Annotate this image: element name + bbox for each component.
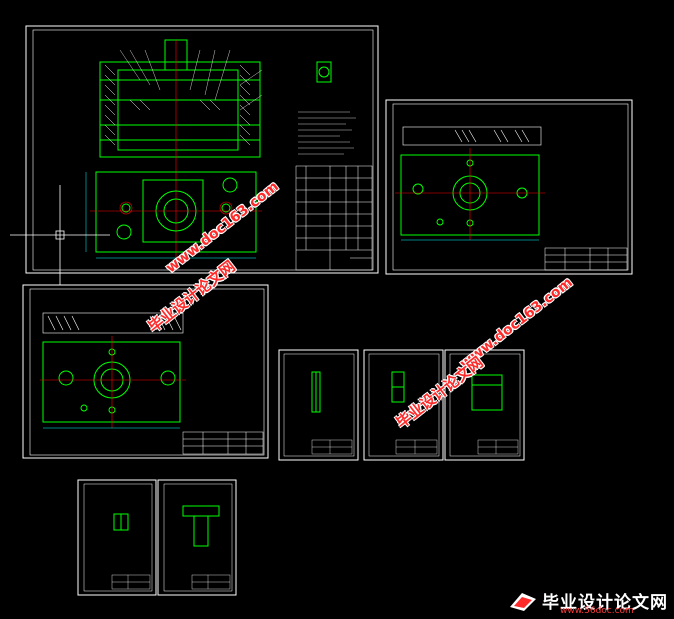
sheet-plate-left: [22, 284, 269, 459]
sheet-part-5: [157, 479, 237, 596]
footer-site-url: www.56doc.com: [560, 606, 634, 616]
sheet-plate-right: [385, 99, 633, 275]
sheet-part-2: [363, 349, 444, 461]
site-logo-icon: [510, 593, 536, 611]
sheet-part-1: [278, 349, 359, 461]
sheet-part-4: [77, 479, 157, 596]
footer-site-name: 毕业设计论文网: [542, 593, 668, 613]
sheet-main-assembly: [10, 25, 379, 285]
sheet-part-3: [444, 349, 525, 461]
